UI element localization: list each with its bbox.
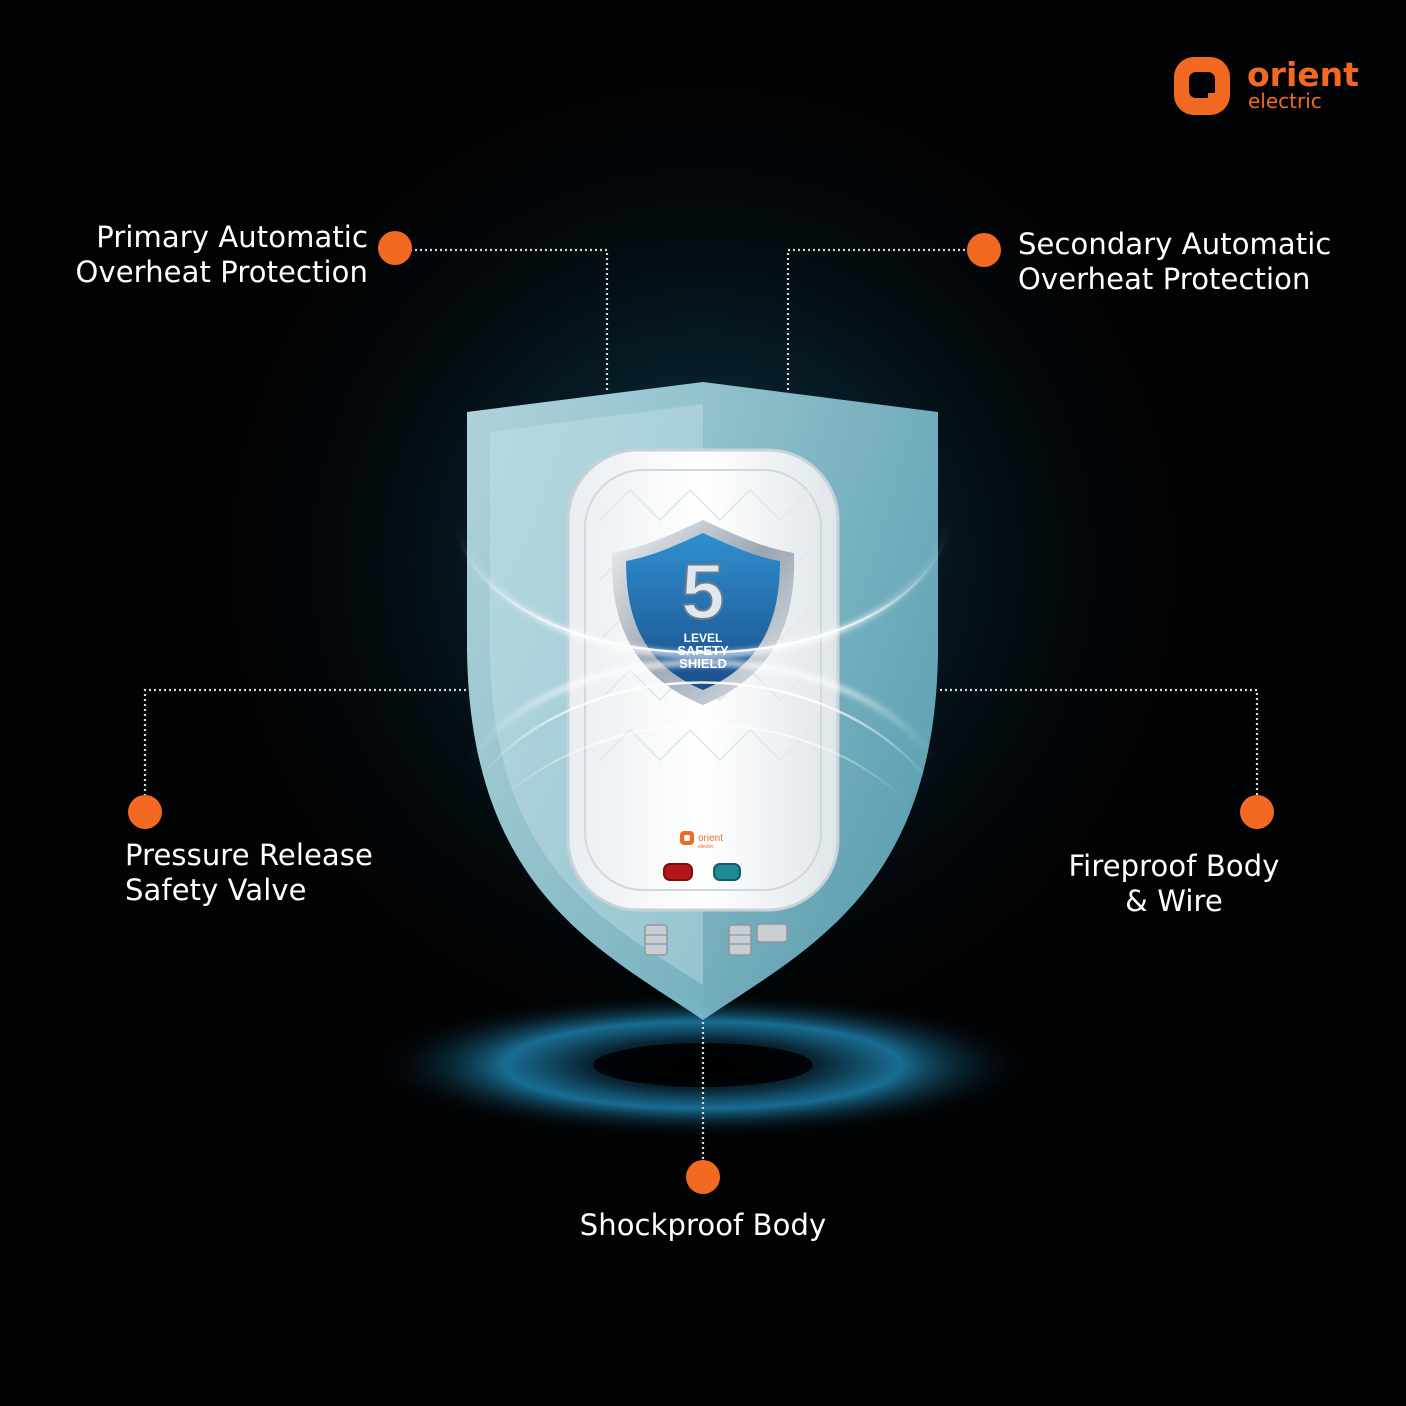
orient-logo-icon (1174, 57, 1230, 115)
feature-primary-overheat: Primary Automatic Overheat Protection (40, 220, 368, 290)
feature-primary-line2: Overheat Protection (75, 255, 368, 289)
badge-line-shield: SHIELD (679, 656, 727, 671)
feature-secondary-line2: Overheat Protection (1018, 262, 1311, 296)
feature-fireproof-line2: & Wire (1125, 884, 1223, 918)
brand-subtitle: electric (1248, 89, 1322, 113)
feature-pressure-line1: Pressure Release (125, 838, 373, 872)
badge-line-level: LEVEL (684, 631, 723, 645)
badge-number: 5 (681, 547, 724, 635)
feature-secondary-line1: Secondary Automatic (1018, 227, 1332, 261)
brand-logo: orient electric (1172, 55, 1362, 123)
feature-shockproof-line1: Shockproof Body (579, 1208, 827, 1242)
feature-secondary-overheat: Secondary Automatic Overheat Protection (1018, 227, 1378, 297)
feature-shockproof: Shockproof Body (503, 1208, 903, 1243)
feature-fireproof: Fireproof Body & Wire (1054, 849, 1294, 919)
product-logo-name: orient (698, 833, 723, 844)
brand-name: orient (1247, 55, 1359, 94)
feature-pressure-valve: Pressure Release Safety Valve (125, 838, 425, 908)
product-logo-sub: electric (698, 844, 714, 850)
badge-line-safety: SAFETY (677, 643, 729, 658)
feature-primary-line1: Primary Automatic (96, 220, 368, 254)
feature-pressure-line2: Safety Valve (125, 873, 307, 907)
feature-fireproof-line1: Fireproof Body (1068, 849, 1280, 883)
